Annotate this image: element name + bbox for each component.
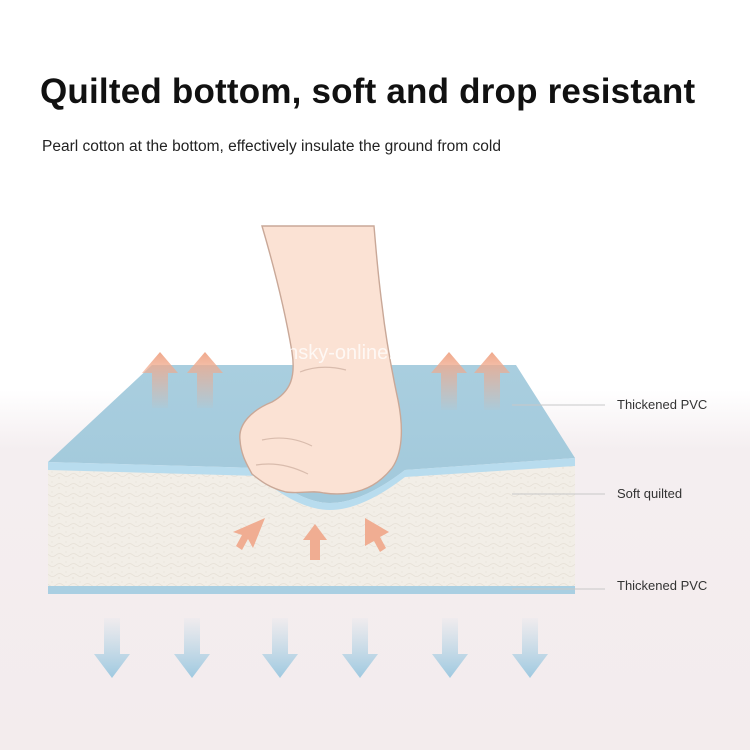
label-leader-lines [512, 404, 605, 590]
label-top-pvc: Thickened PVC [617, 397, 708, 412]
label-soft-quilted: Soft quilted [617, 486, 683, 501]
fist-illustration [239, 225, 403, 495]
label-bottom-pvc: Thickened PVC [617, 578, 708, 593]
watermark-text: sunsky-online.com [266, 342, 432, 364]
downward-arrow-icons [94, 618, 548, 678]
upward-arrow-icons [142, 352, 510, 410]
subheadline: Pearl cotton at the bottom, effectively … [42, 138, 501, 155]
bottom-pvc-layer [48, 586, 575, 594]
soft-quilted-layer [48, 462, 575, 588]
pushback-arrow-icons [233, 518, 389, 560]
headline: Quilted bottom, soft and drop resistant [40, 72, 696, 111]
